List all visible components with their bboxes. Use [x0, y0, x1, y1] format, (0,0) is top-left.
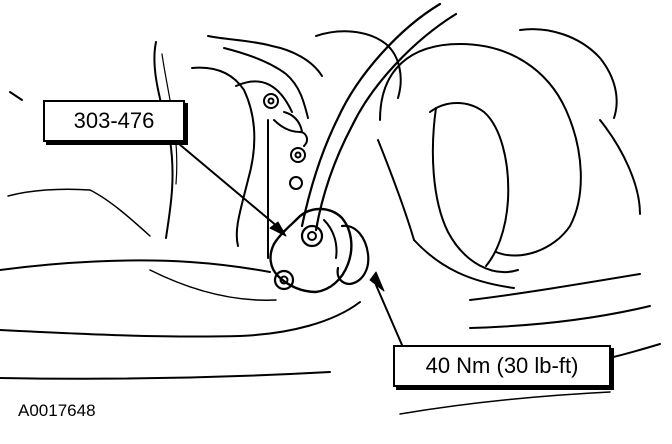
tool-arrow-head [269, 221, 287, 237]
right-lower-rail [469, 273, 641, 301]
upper-manifold-line [207, 35, 323, 77]
housing-outer [379, 43, 582, 257]
torque-arrow-head [369, 271, 385, 292]
left-block-line [89, 189, 151, 237]
left-fragment [9, 91, 23, 101]
intake-left-edge [191, 66, 256, 247]
bolt-head-1 [263, 93, 279, 109]
housing-lower [413, 239, 515, 289]
tool-number-label: 303-476 [73, 108, 155, 133]
lower-arm-top [0, 259, 271, 273]
torque-leader-line [375, 284, 403, 346]
bottom-line [399, 391, 611, 415]
sensor-connector [336, 224, 370, 286]
torque-spec-callout: 40 Nm (30 lb-ft) [393, 345, 611, 387]
sensor-body [269, 207, 353, 294]
sensor-center [300, 224, 324, 248]
wire-harness-inner [314, 12, 458, 232]
right-lower-rail-2 [469, 305, 651, 329]
tool-number-callout: 303-476 [43, 100, 185, 142]
sensor-mount-hole [273, 269, 295, 291]
bolt-head-2 [290, 147, 306, 163]
lower-rail [0, 371, 331, 380]
housing-inner [431, 107, 519, 273]
figure-id: A0017648 [18, 401, 96, 420]
housing-top-curve [315, 30, 402, 99]
housing-right-top [519, 28, 618, 119]
tool-leader-line [159, 127, 285, 233]
housing-inner-2 [429, 102, 510, 267]
wire-harness-outer [300, 2, 442, 228]
lower-arm-mid [149, 269, 277, 301]
upper-manifold-line-2 [223, 47, 309, 119]
stud-bracket-2 [267, 111, 303, 259]
intake-right-edge [235, 80, 293, 113]
lower-arm-bottom [0, 301, 361, 338]
bolt-head-3 [289, 176, 303, 190]
housing-rib [377, 139, 415, 241]
right-edge-contour [599, 119, 641, 215]
torque-spec-label: 40 Nm (30 lb-ft) [425, 353, 579, 378]
left-fragment-2 [7, 188, 91, 197]
stud-bracket [273, 119, 308, 147]
